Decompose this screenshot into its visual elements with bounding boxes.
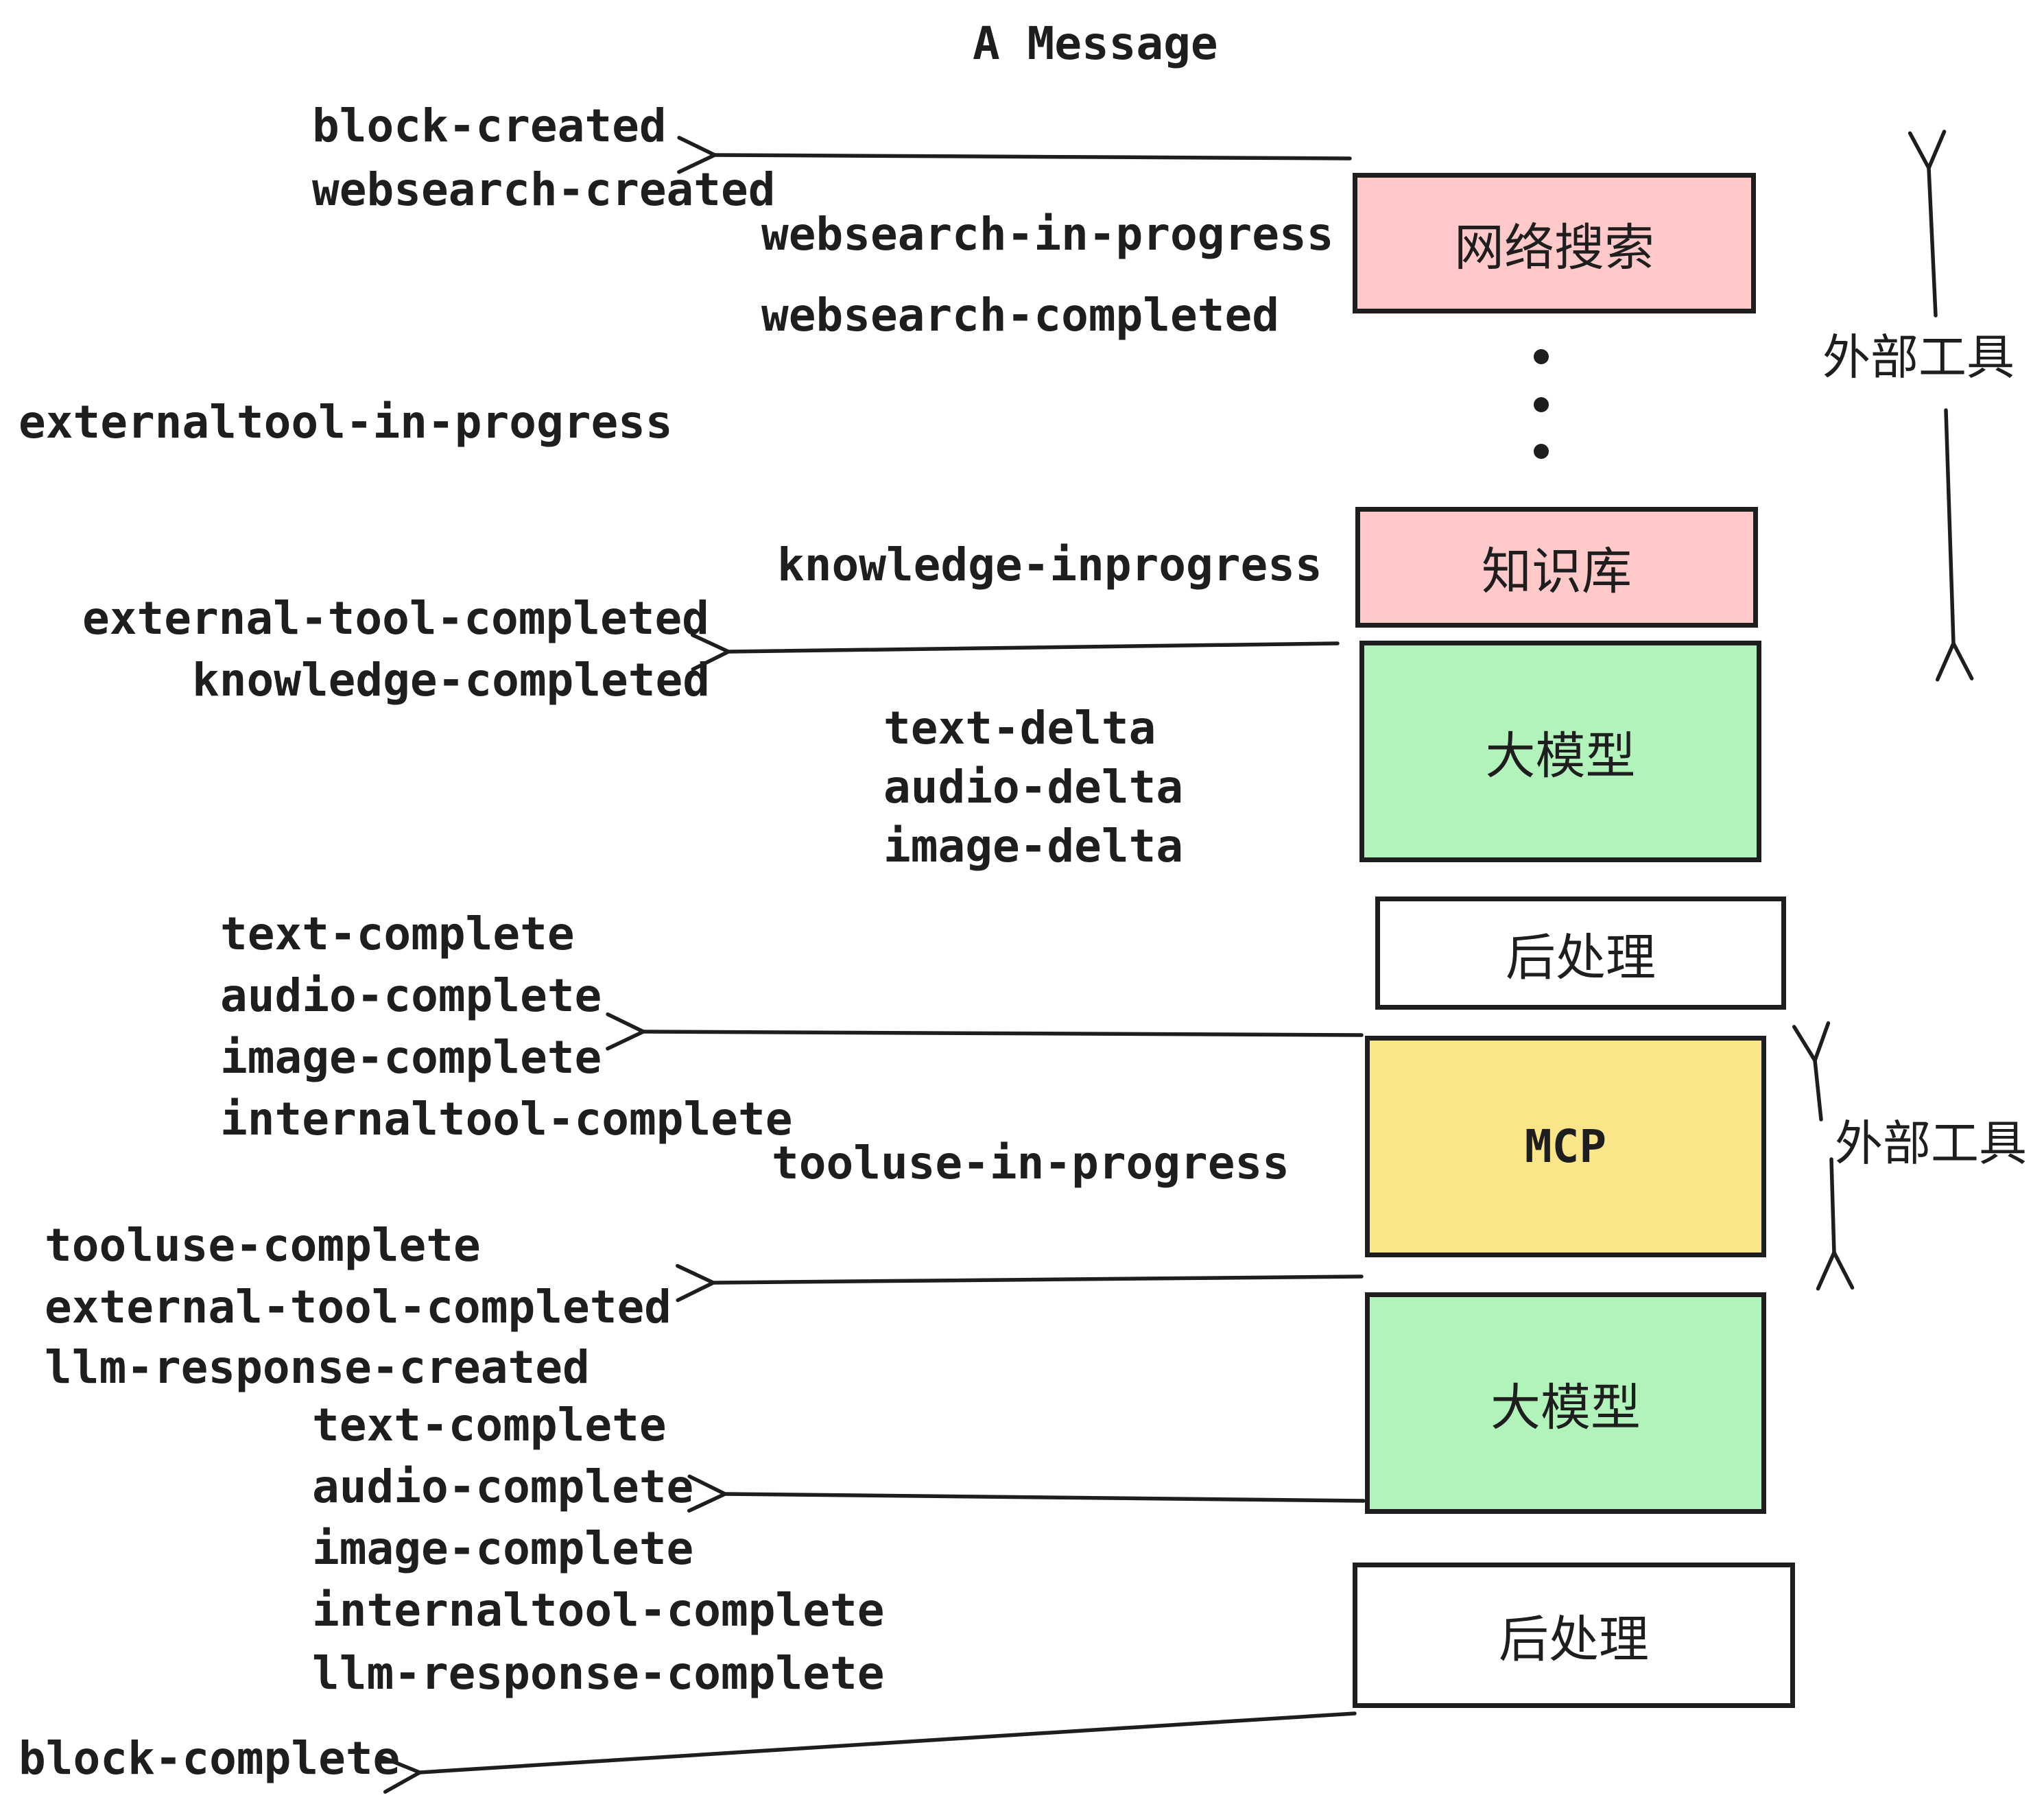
event-label: image-delta bbox=[883, 820, 1184, 873]
node-box-label: 大模型 bbox=[1490, 1378, 1641, 1437]
event-label: block-created bbox=[312, 99, 667, 152]
event-label: tooluse-complete bbox=[45, 1219, 481, 1272]
event-label: audio-complete bbox=[220, 969, 602, 1022]
event-label: text-complete bbox=[312, 1399, 667, 1451]
event-label: image-complete bbox=[312, 1522, 694, 1575]
event-label: knowledge-inprogress bbox=[777, 538, 1322, 591]
node-box-llm-1: 大模型 bbox=[1359, 641, 1761, 862]
diagram-title: A Message bbox=[973, 17, 1218, 70]
event-label: websearch-in-progress bbox=[761, 208, 1334, 261]
event-label: websearch-completed bbox=[761, 289, 1279, 342]
event-label: internaltool-complete bbox=[312, 1584, 885, 1637]
node-box-label: 大模型 bbox=[1485, 726, 1636, 785]
event-label: knowledge-completed bbox=[192, 654, 710, 707]
event-label: block-complete bbox=[19, 1732, 401, 1785]
event-label: llm-response-complete bbox=[312, 1647, 885, 1700]
vertical-ellipsis-dot bbox=[1534, 397, 1549, 412]
external-tools-label: 外部工具 bbox=[1835, 1115, 2027, 1172]
node-box-label: 后处理 bbox=[1506, 928, 1656, 987]
external-tools-span-1-down bbox=[1935, 408, 1974, 682]
arrow-audio-complete bbox=[687, 1474, 1366, 1513]
node-box-label: MCP bbox=[1524, 1120, 1607, 1173]
event-label: websearch-created bbox=[312, 163, 776, 216]
external-tools-label: 外部工具 bbox=[1822, 329, 2015, 385]
event-label: external-tool-completed bbox=[82, 592, 709, 645]
arrow-knowledge-completed bbox=[690, 632, 1340, 672]
event-label: llm-response-created bbox=[45, 1341, 590, 1394]
event-label: externaltool-in-progress bbox=[19, 396, 673, 449]
arrow-tooluse-complete bbox=[676, 1263, 1364, 1303]
external-tools-span-2-up bbox=[1792, 1021, 1831, 1121]
node-box-llm-2: 大模型 bbox=[1365, 1292, 1766, 1514]
node-box-label: 网络搜索 bbox=[1454, 218, 1654, 277]
external-tools-span-2-down bbox=[1816, 1157, 1855, 1291]
arrow-block-created bbox=[677, 135, 1352, 174]
event-label: audio-delta bbox=[883, 761, 1184, 814]
arrow-image-complete bbox=[606, 1012, 1364, 1051]
event-label: audio-complete bbox=[312, 1460, 694, 1513]
vertical-ellipsis-dot bbox=[1534, 349, 1549, 364]
node-box-label: 后处理 bbox=[1499, 1611, 1649, 1669]
event-label: text-delta bbox=[883, 702, 1156, 755]
event-label: external-tool-completed bbox=[45, 1281, 672, 1333]
node-box-websearch: 网络搜索 bbox=[1353, 173, 1756, 313]
event-label: tooluse-in-progress bbox=[772, 1137, 1290, 1189]
arrow-block-complete bbox=[381, 1711, 1357, 1794]
external-tools-span-1-up bbox=[1908, 130, 1947, 318]
node-box-knowledge: 知识库 bbox=[1355, 507, 1758, 628]
event-label: internaltool-complete bbox=[220, 1093, 793, 1146]
node-box-postprocess-2: 后处理 bbox=[1353, 1563, 1795, 1708]
node-box-label: 知识库 bbox=[1482, 543, 1632, 601]
vertical-ellipsis-dot bbox=[1534, 444, 1549, 459]
node-box-mcp: MCP bbox=[1365, 1036, 1766, 1257]
node-box-postprocess-1: 后处理 bbox=[1375, 897, 1786, 1010]
event-label: image-complete bbox=[220, 1031, 602, 1084]
event-label: text-complete bbox=[220, 907, 575, 960]
